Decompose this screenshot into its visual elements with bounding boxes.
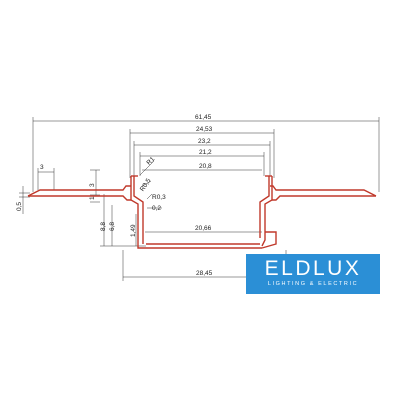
dim-20-8: 20,8 <box>199 163 212 170</box>
logo-tagline: LIGHTING & ELECTRIC <box>267 281 359 287</box>
dim-r0-3: R0,3 <box>152 194 166 201</box>
dim-bottom-outer: 28,45 <box>196 270 213 277</box>
dim-overall-width: 61,45 <box>195 114 212 121</box>
eldlux-logo: ELDLUX LIGHTING & ELECTRIC <box>246 254 380 294</box>
dim-21-2: 21,2 <box>199 149 212 156</box>
dim-8-8: 8,8 <box>100 222 107 231</box>
profile-cross-section <box>27 175 377 249</box>
dim-flange-3: 3 <box>40 164 44 171</box>
dim-r1: R1 <box>145 156 156 167</box>
logo-main-text: ELDLUX <box>264 257 362 280</box>
dim-thickness-0-5: 0,5 <box>16 202 23 211</box>
dim-0-2: 0,2 <box>152 205 161 212</box>
dimension-labels: 61,45 24,53 23,2 21,2 20,8 20,66 28,45 3… <box>16 114 213 277</box>
dim-left-1: 1 <box>89 196 96 200</box>
dim-r0-5: R0,5 <box>139 177 153 193</box>
dim-bottom-inner: 20,66 <box>195 225 212 232</box>
dim-23-2: 23,2 <box>198 138 211 145</box>
dim-left-3: 3 <box>89 183 96 187</box>
dimension-lines <box>19 117 380 281</box>
dim-top-width: 24,53 <box>196 126 213 133</box>
dim-1-49: 1,49 <box>130 224 137 237</box>
dim-6-8: 6,8 <box>109 222 116 231</box>
